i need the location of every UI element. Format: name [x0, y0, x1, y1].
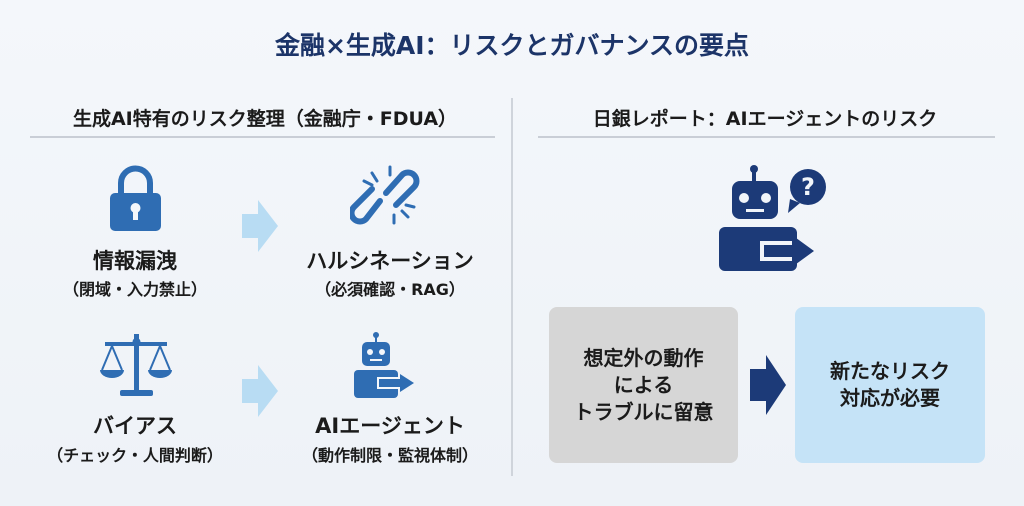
section-divider — [511, 98, 513, 476]
risk-sub-bias: （チェック・人間判断） — [47, 446, 223, 465]
risk-sub-hallucination: （必須確認・RAG） — [315, 280, 465, 299]
right-heading-rule — [538, 136, 995, 138]
page-title: 金融×生成AI：リスクとガバナンスの要点 — [274, 31, 750, 60]
risk-label-info-leak: 情報漏洩 — [93, 249, 177, 273]
risk-label-hallucination: ハルシネーション — [306, 249, 474, 273]
risk-sub-ai-agent: （動作制限・監視体制） — [301, 446, 478, 465]
right-heading: 日銀レポート：AIエージェントのリスク — [592, 108, 938, 130]
svg-text:?: ? — [801, 173, 815, 201]
new-risk-response-box: 新たなリスク 対応が必要 — [795, 307, 985, 463]
broken-link-icon — [350, 165, 420, 225]
arrow-icon — [750, 355, 786, 415]
left-heading-rule — [30, 136, 495, 138]
risk-sub-info-leak: （閉域・入力禁止） — [62, 280, 207, 299]
risk-label-ai-agent: AIエージェント — [315, 414, 465, 438]
robot-arrow-icon — [354, 332, 414, 398]
scales-icon — [100, 334, 172, 396]
risk-label-bias: バイアス — [93, 414, 177, 438]
robot-question-icon: ? — [719, 165, 826, 271]
unexpected-behavior-box: 想定外の動作 による トラブルに留意 — [549, 307, 738, 463]
arrow-icon — [242, 365, 278, 417]
arrow-icon — [242, 200, 278, 252]
left-heading: 生成AI特有のリスク整理（金融庁・FDUA） — [72, 108, 458, 130]
lock-icon — [110, 165, 161, 231]
